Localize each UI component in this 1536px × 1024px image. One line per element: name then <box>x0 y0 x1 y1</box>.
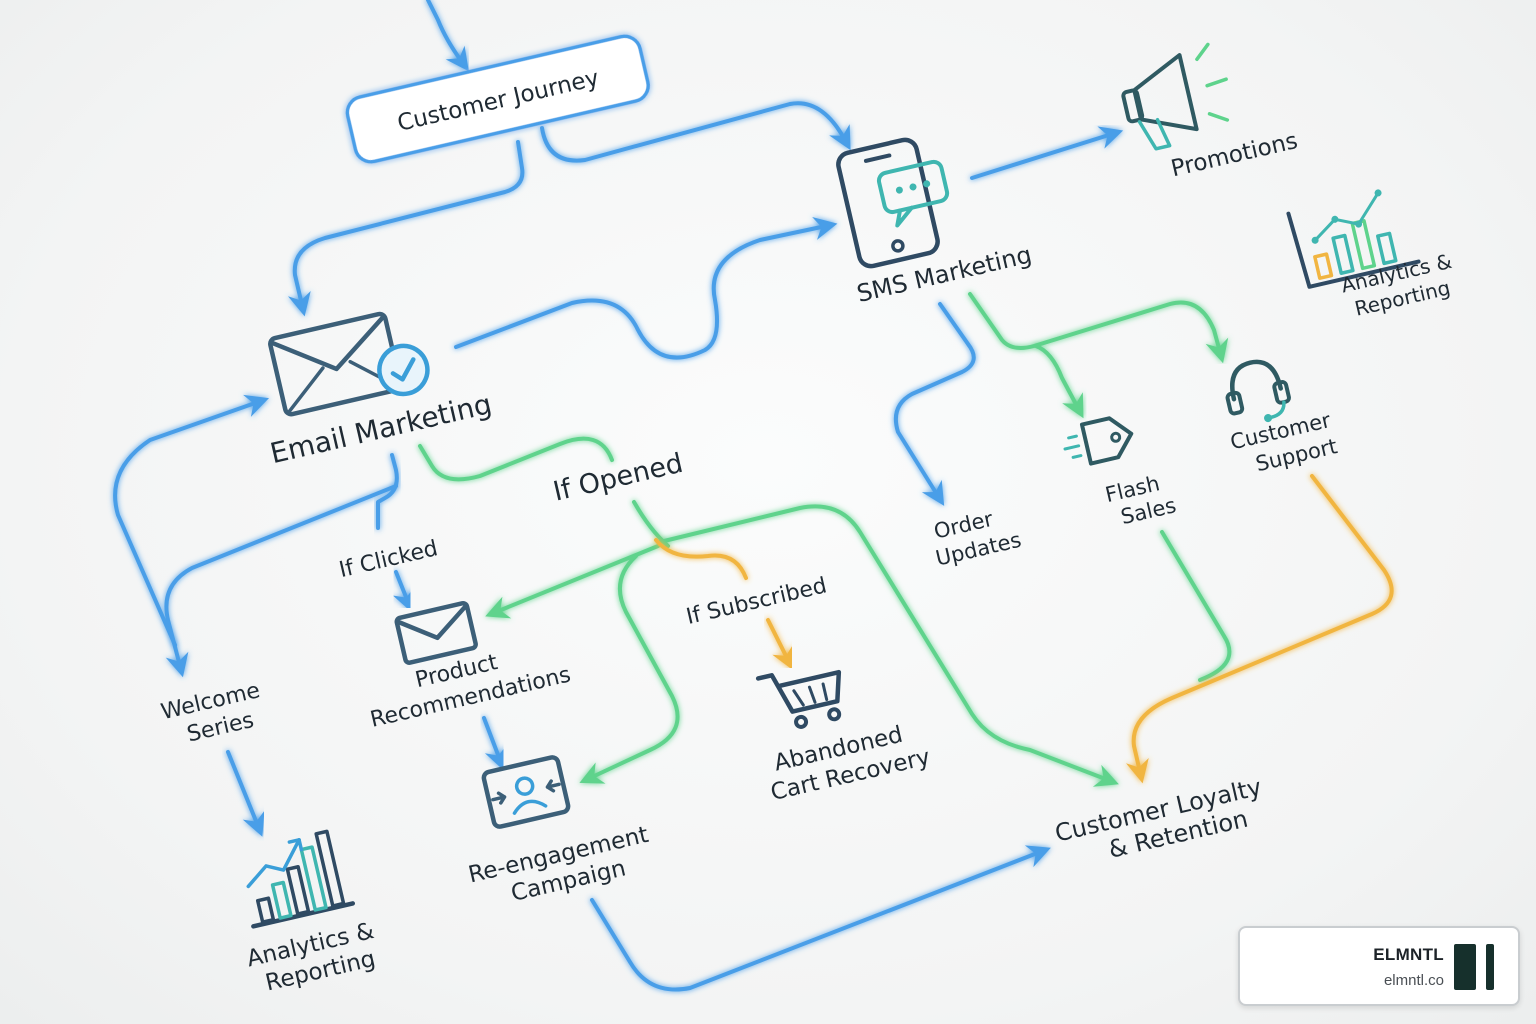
connector-opened-to-subscribed <box>654 538 748 580</box>
megaphone-icon <box>1121 42 1230 151</box>
connector-clicked-to-products <box>392 570 415 613</box>
connector-sms-split <box>968 292 1229 364</box>
headset-icon <box>1225 359 1291 423</box>
connector-welcome-loop <box>113 394 270 647</box>
shopping-cart-icon <box>755 669 842 729</box>
connector-opened-branch <box>632 500 670 548</box>
customer-journey-node[interactable]: Customer Journey <box>344 33 651 165</box>
connector-support-to-loyalty <box>1126 474 1394 784</box>
connector-email-to-sms <box>454 217 838 360</box>
bar-chart-icon <box>246 829 356 929</box>
watermark-name: ELMNTL <box>1373 945 1444 964</box>
connector-flash-to-loyalty <box>1160 530 1232 682</box>
if-clicked-label: If Clicked <box>337 536 440 583</box>
if-opened-label: If Opened <box>550 448 686 508</box>
watermark-badge: ELMNTL elmntl.co <box>1238 926 1520 1006</box>
connector-email-to-welcome <box>164 484 398 678</box>
connector-email-to-opened <box>418 436 614 482</box>
phone-chat-icon <box>836 137 950 269</box>
connector-top-to-journey <box>426 0 469 72</box>
sms-marketing-label: SMS Marketing <box>854 240 1034 307</box>
if-subscribed-label: If Subscribed <box>684 573 829 630</box>
connector-reengage-to-loyalty <box>590 845 1051 992</box>
bar-chart-icon <box>1286 189 1421 289</box>
connector-welcome-to-analytics <box>226 750 265 837</box>
connector-sms-to-promotions <box>970 126 1124 180</box>
connector-opened-to-loyalty <box>658 504 1119 787</box>
connector-products-to-reengage <box>482 716 507 771</box>
connector-sms-to-orders <box>893 302 976 506</box>
email-marketing-label: Email Marketing <box>267 387 495 470</box>
price-tag-icon <box>1063 416 1134 466</box>
elmntl-logo-icon <box>1454 944 1494 990</box>
watermark-url: elmntl.co <box>1383 972 1444 989</box>
envelope-check-icon <box>268 311 430 417</box>
envelope-icon <box>394 601 478 665</box>
connector-journey-to-sms <box>540 101 851 163</box>
promotions-label: Promotions <box>1169 128 1301 182</box>
connectors <box>113 0 1394 992</box>
connector-opened-to-reengage <box>579 554 680 784</box>
customer-journey-box <box>345 34 650 164</box>
connector-sms-to-flash <box>1034 344 1084 419</box>
connector-journey-to-email <box>287 140 525 317</box>
connector-subscribed-to-cart <box>766 618 794 671</box>
people-frame-icon <box>481 755 571 829</box>
connector-opened-to-products <box>485 544 660 619</box>
